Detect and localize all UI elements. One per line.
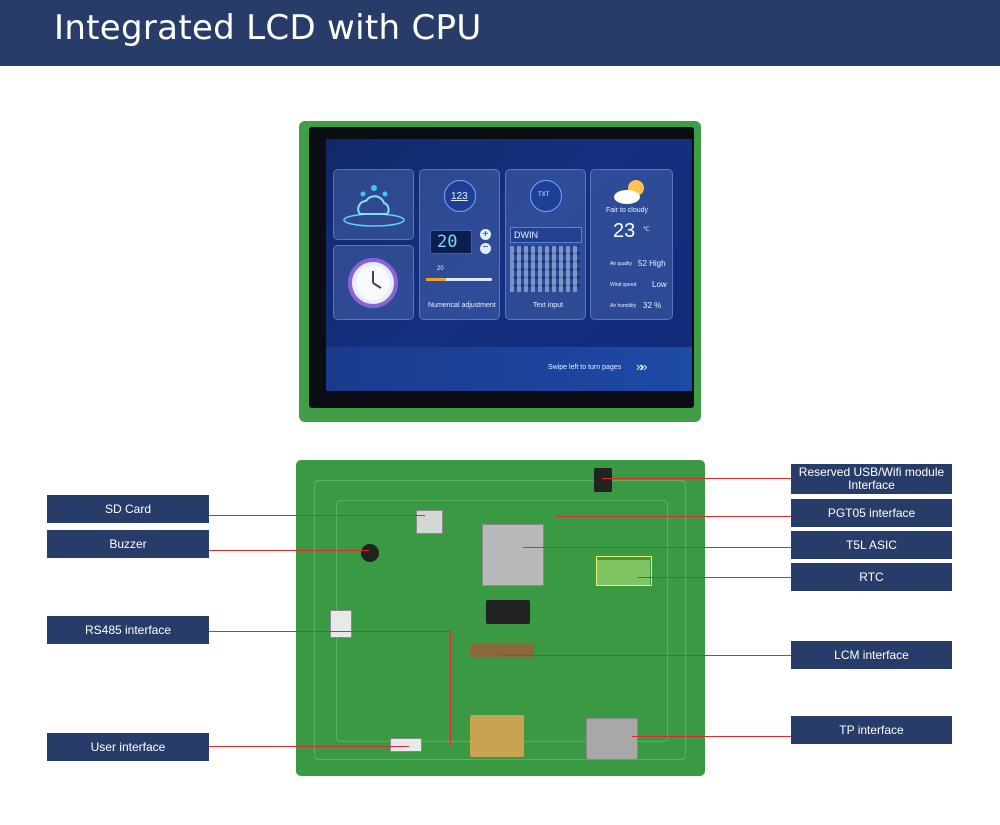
flash-module bbox=[470, 715, 524, 757]
numeric-caption: Numerical adjustment bbox=[428, 302, 496, 309]
temperature-unit: ℃ bbox=[643, 227, 650, 233]
wind-speed-label: Wind speed bbox=[610, 282, 637, 288]
text-input-caption: Text input bbox=[533, 302, 563, 309]
text-input-field[interactable]: DWIN bbox=[510, 227, 582, 243]
numeric-slider[interactable] bbox=[426, 278, 492, 281]
label-pgt05-interface: PGT05 interface bbox=[791, 499, 952, 527]
label-rs485-interface: RS485 interface bbox=[47, 616, 209, 644]
slider-fill bbox=[426, 278, 446, 281]
numeric-card: 123 20 + − 20 Numerical adjustment bbox=[419, 169, 500, 320]
clock-icon bbox=[348, 258, 398, 308]
on-screen-keyboard[interactable] bbox=[510, 246, 580, 292]
temperature-value: 23 bbox=[613, 220, 636, 242]
file-icon-text: TXT bbox=[538, 192, 550, 198]
leader-line-buzzer bbox=[209, 550, 369, 551]
t5l-chip bbox=[482, 524, 544, 586]
numeric-icon-text: 123 bbox=[451, 191, 468, 202]
weather-card: Fair to cloudy 23 ℃ Air quality 52 High … bbox=[590, 169, 673, 320]
buzzer bbox=[361, 544, 379, 562]
minus-button[interactable]: − bbox=[480, 243, 491, 254]
cloud-icon bbox=[343, 185, 405, 227]
page-title: Integrated LCD with CPU bbox=[54, 8, 482, 48]
weather-condition: Fair to cloudy bbox=[606, 207, 649, 214]
sd-slot bbox=[416, 510, 443, 534]
clock-card bbox=[333, 245, 414, 320]
label-lcm-interface: LCM interface bbox=[791, 641, 952, 669]
numeric-icon: 123 bbox=[444, 180, 476, 212]
tp-connector bbox=[586, 718, 638, 760]
leader-line-rtc bbox=[638, 577, 791, 578]
usb-header bbox=[594, 468, 612, 492]
label-usb-wifi-interface: Reserved USB/Wifi module Interface bbox=[791, 464, 952, 494]
weather-icon bbox=[614, 180, 644, 204]
air-quality-value: 52 High bbox=[638, 259, 666, 268]
air-quality-label: Air quality bbox=[610, 261, 632, 267]
rtc-highlight bbox=[596, 556, 652, 586]
leader-line-usb-wifi bbox=[602, 478, 791, 479]
label-sd-card: SD Card bbox=[47, 495, 209, 523]
ic-chip bbox=[486, 600, 530, 624]
page-header: Integrated LCD with CPU bbox=[0, 0, 1000, 66]
air-humidity-value: 32 % bbox=[643, 301, 662, 310]
slider-value: 20 bbox=[437, 266, 444, 272]
lcm-connector bbox=[470, 644, 534, 658]
numeric-display: 20 bbox=[430, 230, 472, 254]
swipe-hint: Swipe left to turn pages bbox=[548, 364, 622, 371]
leader-line-rs485-vertical bbox=[450, 631, 451, 746]
leader-line-lcm bbox=[500, 655, 791, 656]
label-t5l-asic: T5L ASIC bbox=[791, 531, 952, 559]
text-input-value: DWIN bbox=[514, 230, 538, 240]
label-buzzer: Buzzer bbox=[47, 530, 209, 558]
numeric-display-value: 20 bbox=[437, 232, 458, 252]
pcb-back bbox=[296, 460, 705, 776]
leader-line-t5l-asic bbox=[523, 547, 791, 548]
wind-speed-value: Low bbox=[652, 280, 667, 289]
pcb-trace bbox=[314, 480, 686, 760]
label-user-interface: User interface bbox=[47, 733, 209, 761]
leader-line-pgt05 bbox=[556, 516, 791, 517]
chevron-right-icon: »» bbox=[636, 359, 648, 374]
text-input-card: TXT DWIN Text input bbox=[505, 169, 586, 320]
lcd-screen: 123 20 + − 20 Numerical adjustment TXT D… bbox=[326, 139, 692, 391]
user-connector bbox=[390, 738, 422, 752]
file-icon: TXT bbox=[530, 180, 562, 212]
leader-line-user-interface bbox=[209, 746, 409, 747]
leader-line-rs485 bbox=[209, 631, 450, 632]
cloud-card bbox=[333, 169, 414, 240]
leader-line-tp bbox=[632, 736, 791, 737]
label-tp-interface: TP interface bbox=[791, 716, 952, 744]
leader-line-sd-card bbox=[209, 515, 425, 516]
rtc-battery bbox=[596, 560, 650, 586]
swipe-bar[interactable]: Swipe left to turn pages »» bbox=[326, 347, 692, 391]
label-rtc: RTC bbox=[791, 563, 952, 591]
air-humidity-label: Air humidity bbox=[610, 303, 637, 309]
rs485-connector bbox=[330, 610, 352, 638]
plus-button[interactable]: + bbox=[480, 229, 491, 240]
